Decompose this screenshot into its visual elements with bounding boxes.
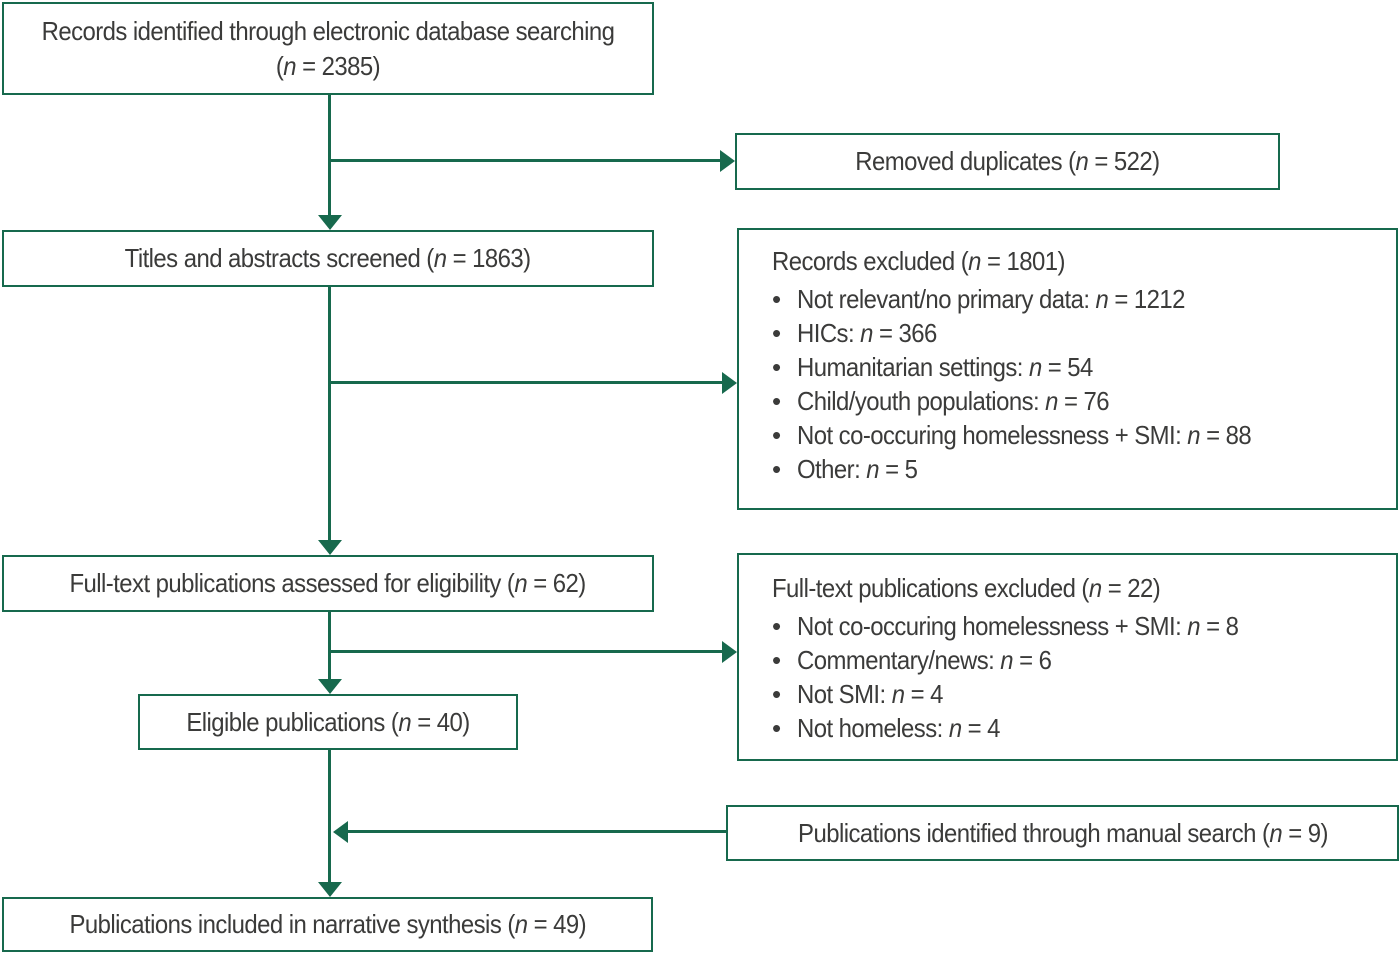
fulltext-excluded-item: • Commentary/news: n = 6 <box>772 643 1388 677</box>
bullet-icon: • <box>772 679 782 709</box>
records-excluded-item-label: Not co-occuring homelessness + SMI: n = … <box>797 420 1252 450</box>
fulltext-excluded-item-label: Not SMI: n = 4 <box>797 679 943 709</box>
connector-screened-to-fulltext <box>328 287 331 541</box>
connector-to-records-excluded <box>330 381 722 384</box>
fulltext-excluded-item-label: Not homeless: n = 4 <box>797 713 1000 743</box>
fulltext-excluded-title-row: Full-text publications excluded (n = 22) <box>772 571 1388 605</box>
connector-fulltext-to-eligible <box>328 612 331 680</box>
bullet-icon: • <box>772 713 782 743</box>
arrowhead-right-fulltext-excluded <box>722 641 737 663</box>
records-identified-label: Records identified through electronic da… <box>41 15 615 81</box>
box-removed-duplicates: Removed duplicates (n = 522) <box>735 133 1280 190</box>
bullet-icon: • <box>772 420 782 450</box>
records-excluded-item: • Humanitarian settings: n = 54 <box>772 350 1388 384</box>
arrowhead-down-to-screened <box>318 215 342 230</box>
arrowhead-down-to-eligible <box>318 679 342 694</box>
fulltext-excluded-item-label: Commentary/news: n = 6 <box>797 645 1052 675</box>
connector-to-fulltext-excluded <box>330 650 722 653</box>
fulltext-excluded-item-label: Not co-occuring homelessness + SMI: n = … <box>797 611 1239 641</box>
arrowhead-left-from-manual-search <box>333 821 348 843</box>
fulltext-excluded-title: Full-text publications excluded (n = 22) <box>772 573 1161 603</box>
records-excluded-item: • HICs: n = 366 <box>772 316 1388 350</box>
manual-search-label: Publications identified through manual s… <box>797 817 1328 848</box>
included-synthesis-label: Publications included in narrative synth… <box>69 909 586 939</box>
box-records-identified: Records identified through electronic da… <box>2 2 654 95</box>
bullet-icon: • <box>772 318 782 348</box>
arrowhead-down-to-included <box>318 882 342 897</box>
box-records-excluded: Records excluded (n = 1801) • Not releva… <box>737 228 1398 510</box>
bullet-icon: • <box>772 386 782 416</box>
arrowhead-right-records-excluded <box>722 372 737 394</box>
removed-duplicates-label: Removed duplicates (n = 522) <box>855 146 1160 176</box>
bullet-icon: • <box>772 352 782 382</box>
titles-screened-label: Titles and abstracts screened (n = 1863) <box>125 243 531 273</box>
box-fulltext-excluded: Full-text publications excluded (n = 22)… <box>737 553 1398 761</box>
records-excluded-item-label: HICs: n = 366 <box>797 318 937 348</box>
bullet-icon: • <box>772 454 782 484</box>
bullet-icon: • <box>772 645 782 675</box>
connector-to-removed-duplicates <box>330 159 722 162</box>
connector-manual-search-to-flow <box>348 830 726 833</box>
fulltext-excluded-item: • Not homeless: n = 4 <box>772 711 1388 745</box>
box-eligible-publications: Eligible publications (n = 40) <box>138 694 518 750</box>
records-excluded-item-label: Other: n = 5 <box>797 454 918 484</box>
fulltext-excluded-item: • Not SMI: n = 4 <box>772 677 1388 711</box>
box-titles-screened: Titles and abstracts screened (n = 1863) <box>2 230 654 287</box>
connector-eligible-to-included <box>328 750 331 883</box>
bullet-icon: • <box>772 284 782 314</box>
box-manual-search: Publications identified through manual s… <box>726 805 1399 861</box>
fulltext-excluded-item: • Not co-occuring homelessness + SMI: n … <box>772 609 1388 643</box>
arrowhead-right-removed-duplicates <box>720 150 735 172</box>
eligible-publications-label: Eligible publications (n = 40) <box>186 706 470 737</box>
records-excluded-item: • Not relevant/no primary data: n = 1212 <box>772 282 1388 316</box>
records-excluded-item: • Not co-occuring homelessness + SMI: n … <box>772 418 1388 452</box>
fulltext-assessed-label: Full-text publications assessed for elig… <box>69 568 587 598</box>
records-excluded-item-label: Humanitarian settings: n = 54 <box>797 352 1093 382</box>
arrowhead-down-to-fulltext <box>318 540 342 555</box>
records-excluded-item: • Other: n = 5 <box>772 452 1388 486</box>
box-fulltext-assessed: Full-text publications assessed for elig… <box>2 555 654 612</box>
bullet-icon: • <box>772 611 782 641</box>
connector-identified-to-screened <box>328 95 331 216</box>
records-excluded-item: • Child/youth populations: n = 76 <box>772 384 1388 418</box>
records-excluded-item-label: Not relevant/no primary data: n = 1212 <box>797 284 1185 314</box>
records-excluded-title-row: Records excluded (n = 1801) <box>772 244 1388 278</box>
records-excluded-item-label: Child/youth populations: n = 76 <box>797 386 1110 416</box>
records-excluded-title: Records excluded (n = 1801) <box>772 246 1066 276</box>
box-included-synthesis: Publications included in narrative synth… <box>2 897 653 952</box>
